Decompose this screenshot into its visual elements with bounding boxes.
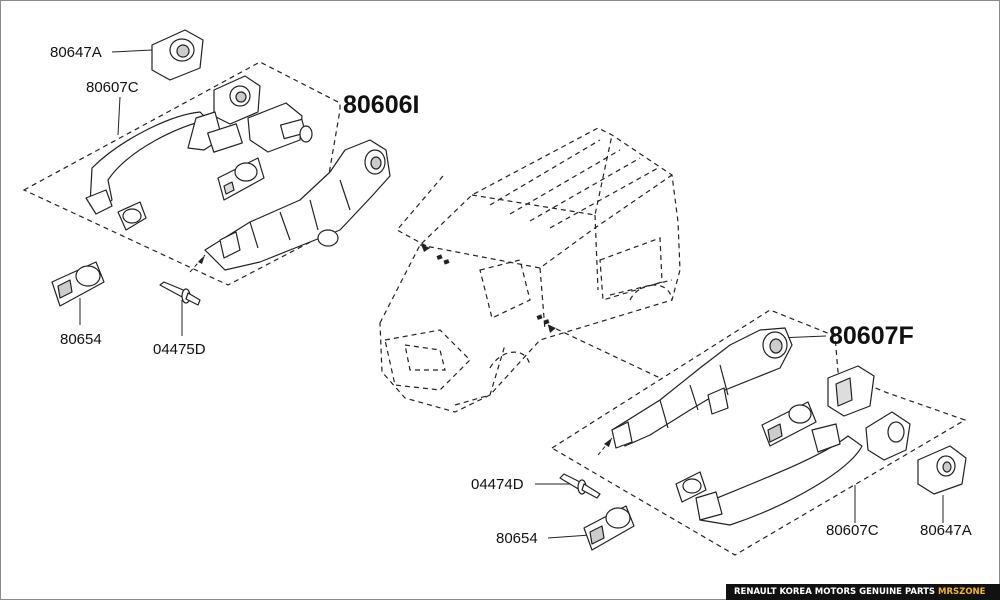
upper-small-gasket-part	[117, 201, 147, 231]
upper-latch-cover-part	[151, 29, 204, 81]
upper-rivet-part	[159, 281, 201, 306]
rear-carrier-assembly-part	[611, 327, 793, 449]
label-upper-handle: 80607C	[86, 79, 139, 96]
label-lower-handle: 80607C	[826, 522, 879, 539]
label-upper-gasket: 80654	[60, 331, 102, 348]
label-lower-latch-cover: 80647A	[920, 522, 972, 539]
van-handle-markers	[436, 254, 550, 325]
upper-lock-cylinder-part	[247, 102, 313, 153]
watermark-footer: RENAULT KOREA MOTORS GENUINE PARTS MRSZO…	[726, 584, 1000, 600]
upper-gasket-part	[51, 261, 105, 307]
upper-handle-part	[85, 111, 243, 215]
label-upper-rivet: 04475D	[153, 341, 206, 358]
van-outline	[379, 127, 681, 413]
label-rear-carrier-assembly: 80607F	[829, 322, 914, 350]
lower-rivet-part	[559, 473, 601, 499]
lower-end-cap-part	[865, 411, 911, 461]
lower-group-boundary	[550, 309, 967, 556]
label-upper-latch-cover: 80647A	[50, 44, 102, 61]
leader-lines	[79, 49, 944, 539]
lower-gasket-part	[583, 505, 635, 551]
footer-brand: MRSZONE	[938, 587, 986, 597]
lower-small-gasket-part	[675, 471, 707, 503]
upper-latch-cover-2-part	[213, 75, 261, 125]
footer-text: RENAULT KOREA MOTORS GENUINE PARTS	[734, 587, 936, 597]
lower-assy-leader	[547, 324, 661, 379]
upper-group-boundary	[22, 61, 341, 286]
lower-inner-gasket-part	[761, 401, 817, 447]
label-lower-rivet: 04474D	[471, 476, 524, 493]
lower-handle-part	[695, 423, 863, 526]
lower-latch-cover-part	[827, 365, 875, 417]
front-carrier-assembly-part	[204, 139, 391, 271]
upper-inner-gasket-part	[217, 157, 265, 201]
upper-assy-leader	[396, 175, 444, 249]
label-front-carrier-assembly: 80606I	[343, 91, 420, 119]
arrowheads	[198, 244, 612, 447]
lower-latch-cover-2-part	[917, 445, 967, 495]
label-lower-gasket: 80654	[496, 530, 538, 547]
